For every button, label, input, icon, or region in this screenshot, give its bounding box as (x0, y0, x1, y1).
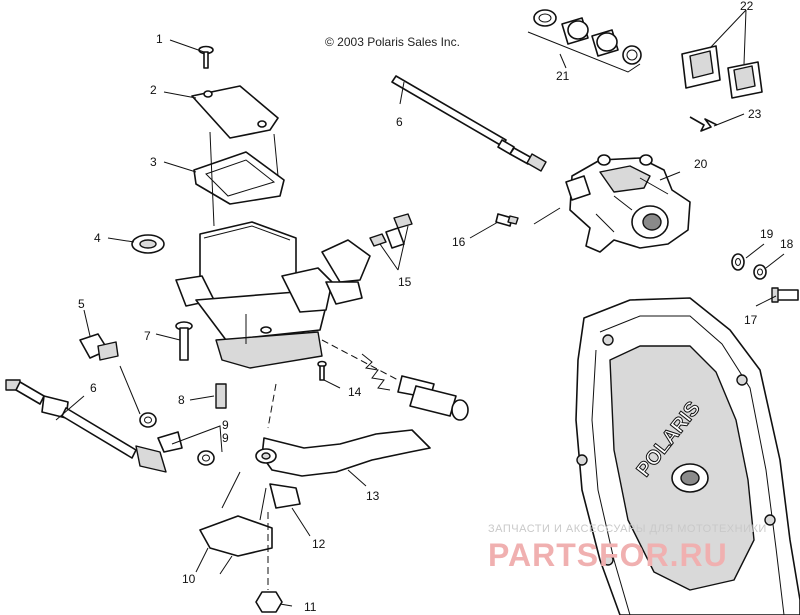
guide-line-2 (273, 133, 279, 177)
callout-19: 19 (760, 227, 774, 241)
part-15-handlebar-clamp (321, 213, 413, 305)
lever-pivot-hole (261, 452, 271, 460)
callout-11: 11 (304, 600, 317, 614)
cover-screw-hole-2 (257, 120, 267, 128)
part-21-seal-kit (527, 9, 642, 73)
watermark-logo-text: PARTSFOR.RU (488, 537, 728, 573)
part-22-brake-pads (681, 45, 763, 99)
callout-13: 13 (366, 489, 380, 503)
part-13-brake-lever (261, 429, 431, 477)
part-19-washer (731, 253, 745, 271)
part-12-lever-spacer (269, 483, 301, 509)
callout-16: 16 (452, 235, 466, 249)
part-23-pad-spring (689, 116, 718, 132)
part-17-bolt (771, 287, 799, 303)
part-20-brake-caliper (565, 154, 691, 253)
bracket-lines (219, 471, 267, 575)
callout-18: 18 (780, 237, 794, 251)
callout-23: 23 (748, 107, 762, 121)
callout-8: 8 (178, 393, 185, 407)
callout-2: 2 (150, 83, 157, 97)
part-1-screw (198, 45, 214, 69)
part-16-bleeder-valve (495, 213, 519, 227)
part-11-nut (255, 591, 283, 613)
callout-9b: 9 (222, 431, 229, 445)
axis-dash-1 (321, 339, 399, 381)
callout-5: 5 (78, 297, 85, 311)
part-3-diaphragm (193, 151, 285, 205)
guide-line-1 (209, 131, 215, 227)
callout-6-upper: 6 (396, 115, 403, 129)
part-2-reservoir-cover (191, 85, 279, 139)
watermark-tagline: ЗАПЧАСТИ И АКСЕССУАРЫ ДЛЯ МОТОТЕХНИКИ (488, 523, 767, 535)
piston-and-spring (361, 353, 469, 421)
part-18-washer (753, 264, 767, 280)
part-14-pin (317, 360, 327, 381)
callout-22: 22 (740, 0, 754, 13)
axis-dash-2 (267, 383, 277, 429)
part-9-washers (139, 412, 215, 466)
cover-screw-hole (203, 90, 213, 98)
part-10-lever-bracket (199, 515, 273, 557)
part-7-pivot-bolt (175, 321, 193, 361)
master-cylinder-body (175, 221, 333, 369)
callout-21: 21 (556, 69, 570, 83)
callout-10: 10 (182, 572, 196, 586)
copyright-text: © 2003 Polaris Sales Inc. (325, 35, 460, 49)
callout-1: 1 (156, 32, 163, 46)
callout-4: 4 (94, 231, 101, 245)
callout-12: 12 (312, 537, 326, 551)
part-8-set-screw (215, 383, 227, 409)
callout-7: 7 (144, 329, 151, 343)
part-6-brake-line-upper (391, 75, 547, 172)
callout-15: 15 (398, 275, 412, 289)
chaincase-and-brake-disc: POLARIS (575, 297, 800, 615)
callout-6-lower: 6 (90, 381, 97, 395)
callout-14: 14 (348, 385, 362, 399)
callout-9a: 9 (222, 418, 229, 432)
part-6-brake-line-lower (5, 379, 183, 473)
callout-20: 20 (694, 157, 708, 171)
callout-3: 3 (150, 155, 157, 169)
callout-17: 17 (744, 313, 758, 327)
part-5-banjo-fitting (79, 333, 119, 361)
leader-lines (55, 9, 785, 607)
callout-numbers: 1 2 3 4 5 6 6 7 8 9 9 10 11 12 13 14 15 … (78, 0, 794, 614)
part-4-boot (131, 234, 165, 254)
